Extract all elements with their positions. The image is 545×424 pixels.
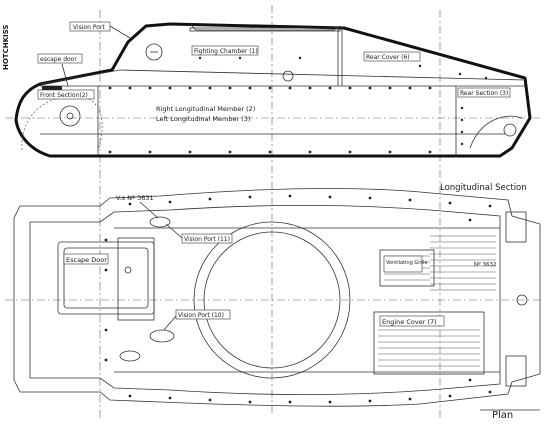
label-rear-cover: Rear Cover (6) (366, 54, 410, 61)
brand-stamp: HOTCHKISS (2, 25, 10, 70)
plan-view: V.s Nº 3631 Vision Port (11) Escape Door… (5, 188, 541, 421)
engine-cover (373, 311, 485, 375)
label-right-longitudinal: Right Longitudinal Member (2) (156, 105, 255, 113)
label-no-3632: Nº 3632 (474, 261, 496, 268)
title-longitudinal-section: Longitudinal Section (440, 183, 527, 193)
label-vision-port-11: Vision Port (11) (184, 236, 230, 243)
label-vs-number: V.s Nº 3631 (116, 194, 154, 202)
label-escape-door-side: escape door (40, 56, 77, 63)
title-plan: Plan (492, 410, 513, 421)
rivets-plan (104, 194, 492, 404)
label-vision-port-10: Vision Port (10) (178, 312, 224, 319)
label-vision-port-top: Vision Port (73, 24, 105, 31)
label-ventilating-grille: Ventilating Grille (386, 260, 428, 266)
rivets-side (108, 56, 488, 154)
hull-outline-side (14, 22, 532, 158)
label-engine-cover: Engine Cover (7) (382, 318, 437, 326)
label-front-section: Front Section(2) (40, 92, 88, 99)
label-left-longitudinal: Left Longitudinal Member (3) (156, 115, 250, 123)
label-fighting-chamber: Fighting Chamber (1) (194, 48, 258, 55)
hull-outline-plan (13, 188, 541, 407)
longitudinal-section-view: Vision Port escape door Fighting Chamber… (5, 5, 540, 420)
label-rear-section: Rear Section (3) (460, 90, 508, 97)
label-escape-door-plan: Escape Door (66, 256, 107, 264)
